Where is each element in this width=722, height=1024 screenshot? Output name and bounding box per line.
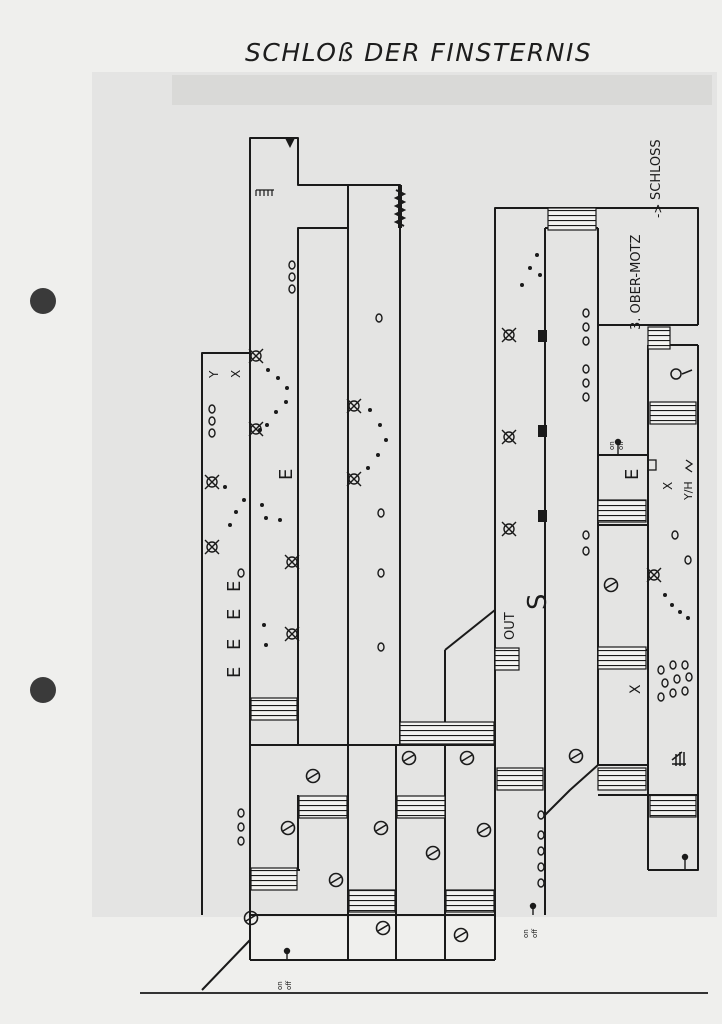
label-yh: Y/H <box>682 481 695 501</box>
label-e-6: E <box>622 469 643 480</box>
dotted-paths <box>223 253 690 647</box>
door-icons <box>647 459 694 473</box>
label-e-3: E <box>224 609 245 620</box>
label-e-1: E <box>224 667 245 678</box>
label-x-2: X <box>628 684 644 694</box>
label-switch-off-1: off <box>285 981 293 990</box>
label-ober-motz: 3. OBER-MOTZ <box>629 235 644 330</box>
key-icon <box>670 368 693 380</box>
background-show-through-header <box>172 75 712 105</box>
page-title: SCHLOß DER FINSTERNIS <box>245 38 593 67</box>
wall-details <box>255 138 547 522</box>
label-schloss-arrow: -> <box>651 204 665 218</box>
label-y-1: Y <box>207 370 221 379</box>
label-e-2: E <box>224 639 245 650</box>
ladder-icon <box>671 751 686 766</box>
disc-markers <box>243 577 619 943</box>
label-out: OUT <box>503 612 518 640</box>
switch-markers <box>283 438 689 960</box>
label-switch-off-3: off <box>617 441 625 450</box>
label-switch-on-1: on <box>276 981 284 990</box>
map-walls <box>201 137 699 991</box>
label-schloss: SCHLOSS <box>649 139 664 200</box>
label-e-4: E <box>224 581 245 592</box>
punch-hole-top <box>30 288 56 314</box>
crossed-circle-markers <box>204 327 662 642</box>
bottom-rule <box>140 992 708 994</box>
label-switch-on-3: on <box>608 441 616 450</box>
label-x-1: X <box>229 370 243 378</box>
label-switch-off-2: off <box>531 929 539 938</box>
label-e-5: E <box>276 469 297 480</box>
punch-hole-bottom <box>30 677 56 703</box>
label-x-3: X <box>661 482 675 490</box>
label-switch-on-2: on <box>522 929 530 938</box>
hatched-barriers <box>250 207 697 913</box>
label-s: S <box>523 593 553 610</box>
ring-markers <box>208 260 693 888</box>
